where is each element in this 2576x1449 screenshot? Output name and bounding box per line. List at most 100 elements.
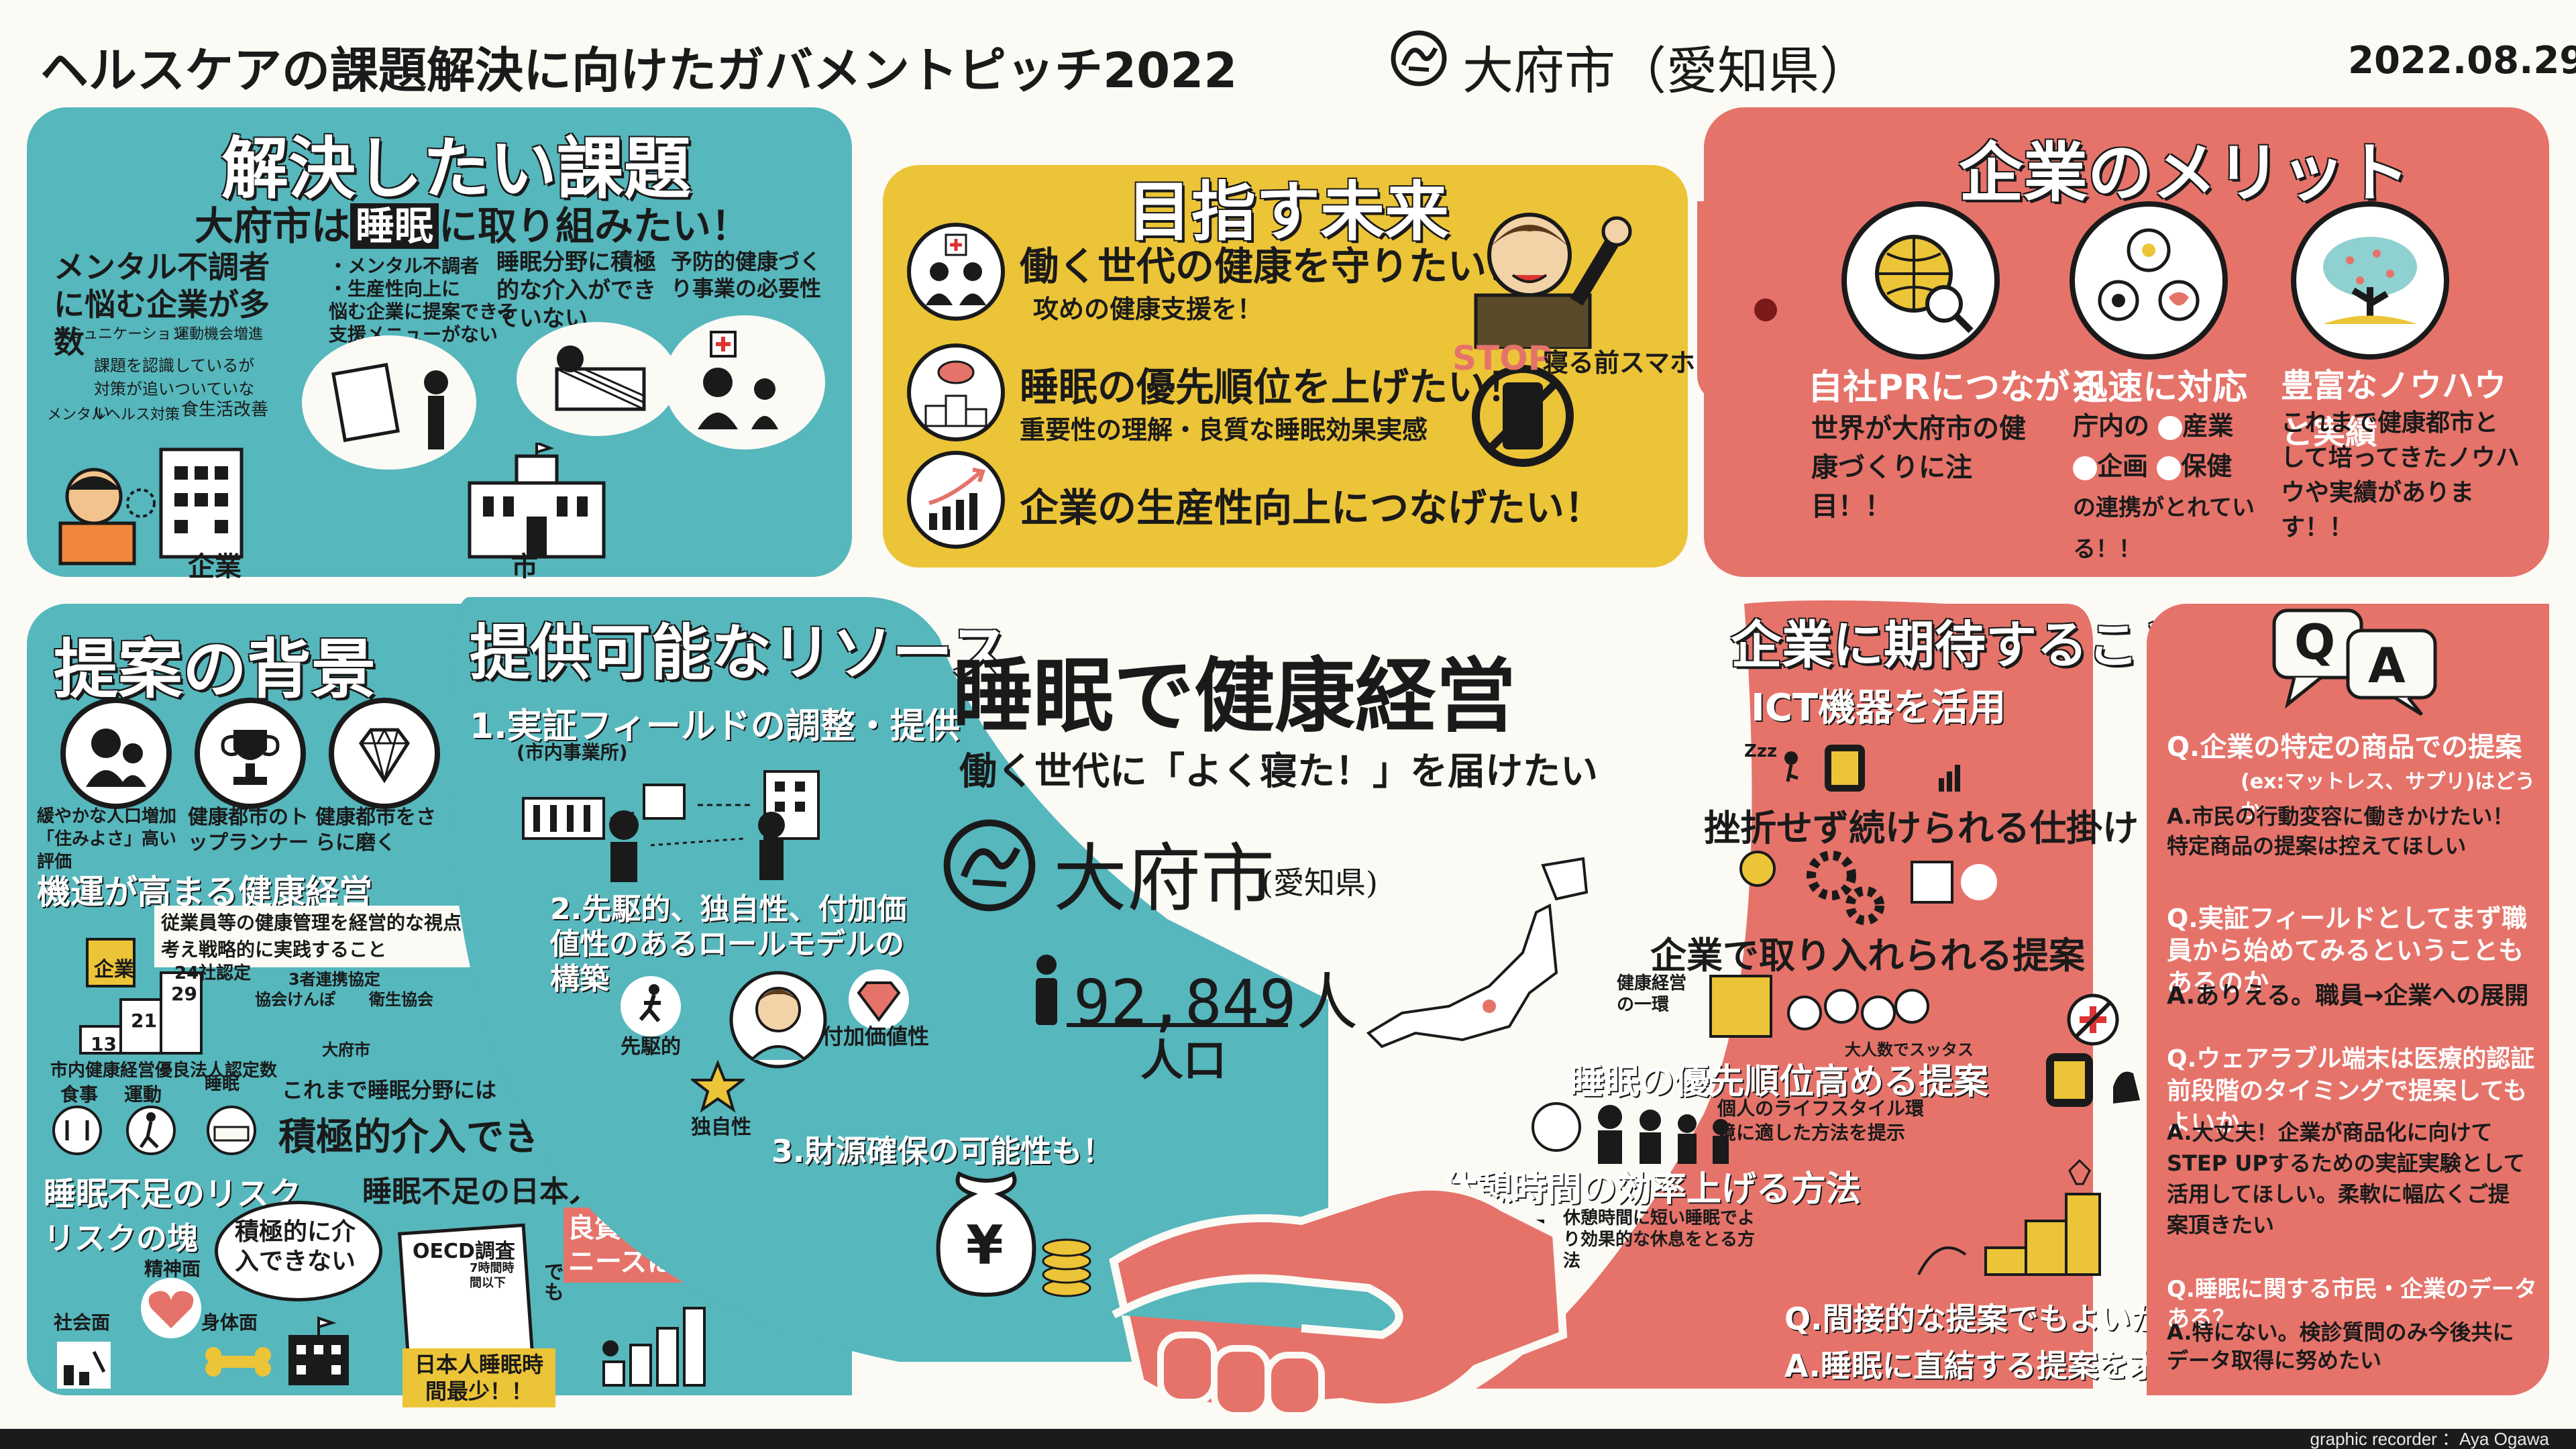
lifestyle-people-icon	[1529, 1093, 1751, 1170]
field-buildings-icon	[510, 758, 832, 861]
tree-icon	[2291, 201, 2449, 360]
least-sleep-label: 日本人睡眠時間最少！！	[402, 1348, 555, 1407]
cheering-person-icon	[1449, 195, 1637, 352]
stair-29: 29	[171, 983, 197, 1005]
agreement-label: 3者連携協定	[288, 970, 380, 989]
qa-a1: A.市民の行動変容に働きかけたい！特定商品の提案は控えてほしい	[2167, 804, 2514, 859]
qa-a2: A.ありえる。職員→企業への展開	[2167, 982, 2529, 1010]
background-title: 提案の背景	[54, 632, 376, 707]
presenter-icon	[577, 805, 818, 888]
footer-bar: graphic recorder ：Aya Ogawa	[0, 1429, 2576, 1449]
diet-exercise-sleep-icons	[50, 1100, 265, 1163]
qa-q3: Q.ウェアラブル端末は医療的認証前段階のタイミングで提案してもよいか。	[2167, 1045, 2535, 1137]
population-label: 人口	[1140, 1036, 1226, 1086]
devices-icons	[1771, 724, 1972, 808]
qa-q1: Q.企業の特定の商品での提案	[2167, 732, 2522, 763]
break-title: 休憩時間の効率上げる方法	[1442, 1169, 1862, 1210]
qa-bubbles-icon	[2267, 604, 2442, 720]
stop-label: STOP	[1452, 339, 1553, 378]
risk-mental: 精神面	[144, 1258, 201, 1280]
stair-label-company: 企業	[94, 958, 134, 981]
stair-21: 21	[131, 1010, 157, 1032]
japanese-title: 睡眠不足の日本人	[362, 1175, 598, 1209]
staff-label: 大人数でスッタス	[1845, 1040, 1974, 1059]
trophy-icon	[195, 698, 306, 809]
problems-subtitle: 大府市は睡眠に取り組みたい！	[195, 203, 751, 249]
building-icon-small	[282, 1315, 356, 1391]
thought-bubble-sleeping	[517, 322, 678, 436]
health-mgmt-label: 健康経営の一環	[1617, 973, 1687, 1015]
page-title: ヘルスケアの課題解決に向けたガバメントピッチ2022	[40, 42, 1238, 99]
money-bag-icon	[926, 1167, 1100, 1304]
heart-icon	[134, 1275, 208, 1344]
credit-text: graphic recorder ：Aya Ogawa	[2310, 1429, 2549, 1449]
bubble-no-intervention	[215, 1201, 382, 1301]
future-item-1-sub: 攻めの健康支援を！	[1033, 294, 1263, 324]
intervention-pre: これまで睡眠分野には	[282, 1077, 497, 1103]
risk-sub: リスクの塊	[44, 1220, 198, 1256]
city-logo-icon	[1389, 28, 1449, 91]
stairs-chart	[74, 926, 248, 1063]
family-health-icon	[698, 331, 778, 429]
no-smartphone-icon	[1462, 356, 1583, 479]
background-point-1: 緩やかな人口増加「住みよさ」高い評価	[37, 806, 177, 872]
resource-1: 1.実証フィールドの調整・提供	[470, 706, 960, 747]
merit-3-title: 豊富なノウハウと実績	[2281, 367, 2507, 451]
growth-stairs-icon	[1905, 1154, 2106, 1284]
lifestyle-label: 個人のライフスタイル環境に適した方法を提示	[1717, 1097, 1925, 1144]
stair-13: 13	[91, 1033, 117, 1055]
oecd-label: OECD調査	[413, 1240, 515, 1263]
diamond-icon	[329, 698, 440, 809]
resources-title: 提供可能なリソース	[470, 618, 1010, 688]
workers-health-icon	[906, 221, 1006, 325]
growth-chart-icon	[906, 449, 1006, 553]
momentum-text: 従業員等の健康管理を経営的な視点で考え戦略的に実践すること	[154, 906, 490, 967]
stop-text: 寝る前スマホ	[1543, 348, 1695, 378]
gears-icon	[1731, 842, 2012, 932]
merit-3-text: これまで健康都市として培ってきたノウハウや実績があります！！	[2281, 409, 2520, 541]
pioneer-label: 先駆的	[621, 1035, 681, 1059]
thought-bubble-document	[302, 335, 476, 470]
eye-dot	[1754, 299, 1777, 321]
company-building-icon	[148, 429, 255, 566]
stairs-icon	[79, 938, 203, 1055]
bone-icon	[201, 1335, 275, 1391]
qa-panel	[2147, 604, 2549, 1395]
qa-a3: A.大丈夫！企業が商品化に向けてSTEP UPするための実証実験として活用してほ…	[2167, 1120, 2525, 1238]
city-label-small: 大府市	[322, 1040, 370, 1059]
problems-note-menu: ・メンタル不調者 ・生産性向上に 悩む企業に提案できる 支援メニューがない	[329, 255, 516, 346]
rising-bars-icon	[597, 1288, 731, 1391]
qa-q1-sub: (ex:マットレス、サプリ)はどうか	[2241, 770, 2536, 823]
center-logo-icon	[939, 815, 1040, 918]
tag-mental-health: メンタルヘルス対策	[47, 407, 180, 423]
area-diet: 食事	[60, 1083, 99, 1106]
q-indirect: Q.間接的な提案でもよいか	[1784, 1301, 2162, 1337]
expectations-title: 企業に期待すること	[1731, 615, 2190, 675]
family-icon	[60, 698, 172, 809]
qa-q2: Q.実証フィールドとしてまず職員から始めてみるということもあるのか	[2167, 904, 2527, 998]
resource-1-sub: (市内事業所)	[517, 741, 628, 763]
tag-awareness: 課題を認識しているが対策が追いついていない	[94, 356, 255, 422]
yen-symbol: ¥	[966, 1214, 1004, 1277]
future-title: 目指す未来	[1127, 174, 1449, 250]
sleeping-person-icon	[555, 345, 646, 411]
merit-1-text: 世界が大府市の健康づくりに注目！！	[1811, 413, 2026, 522]
podium-icon	[906, 342, 1006, 445]
but-label: でも	[540, 1261, 564, 1301]
city-hall-icon	[456, 441, 617, 566]
star-icon	[689, 1059, 747, 1116]
worried-worker-icon	[40, 456, 161, 573]
header-date: 2022.08.29	[2348, 39, 2576, 83]
qa-title-q: Q	[2294, 614, 2336, 670]
priority-label: 睡眠の優先順位高める提案	[1570, 1062, 1989, 1102]
woman-avatar-icon	[724, 966, 832, 1083]
background-point-2: 健康都市のトップランナー	[188, 806, 309, 855]
problems-note-sleep: 睡眠分野に積極的な介入ができていない	[496, 249, 656, 332]
expectations-panel	[1462, 590, 2106, 1429]
globe-search-icon	[1841, 201, 2000, 360]
a-indirect: A.睡眠に直結する提案を求む	[1784, 1348, 2191, 1384]
zzz-label: Zzz	[1744, 741, 1778, 761]
center-prefecture: (愛知県)	[1261, 865, 1378, 901]
stair-24: 24社認定	[174, 963, 252, 983]
